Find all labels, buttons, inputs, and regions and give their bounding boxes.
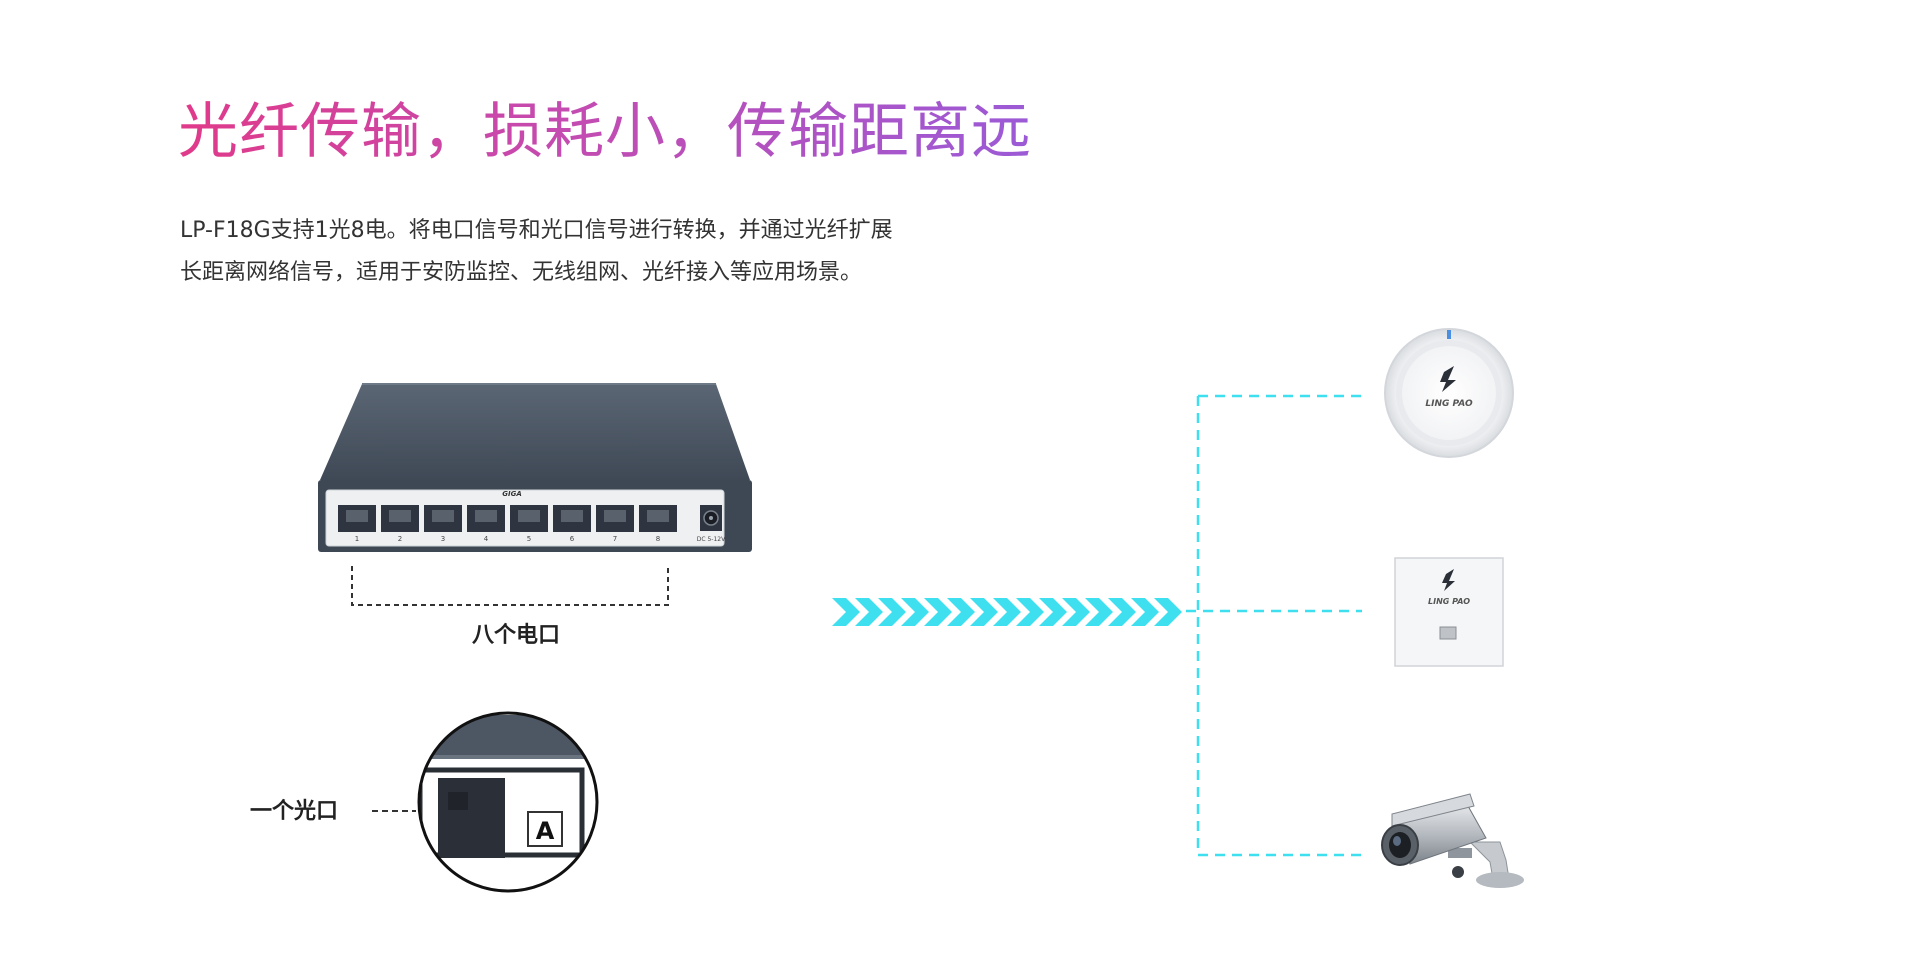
distribution-lines: [1186, 394, 1362, 857]
port-number: 3: [441, 535, 445, 543]
rj45-port: 5: [510, 505, 548, 543]
description-line-1: LP-F18G支持1光8电。将电口信号和光口信号进行转换，并通过光纤扩展: [180, 218, 893, 243]
rj45-port: 3: [424, 505, 462, 543]
switch-brand-mark: GIGA: [502, 490, 522, 498]
rj45-port: 8: [639, 505, 677, 543]
power-jack: DC 5-12V: [697, 505, 726, 543]
electric-ports-label: 八个电口: [472, 623, 561, 648]
rj45-port: 4: [467, 505, 505, 543]
rj45-ports: 1 2 3 4: [338, 505, 677, 543]
port-number: 6: [570, 535, 575, 543]
optical-connector-letter: A: [536, 817, 555, 845]
port-number: 2: [398, 535, 402, 543]
port-number: 1: [355, 535, 359, 543]
surveillance-camera: [1381, 793, 1524, 888]
optical-port-label: 一个光口: [250, 799, 339, 824]
page-title: 光纤传输，损耗小，传输距离远: [178, 97, 1032, 167]
product-description: LP-F18G支持1光8电。将电口信号和光口信号进行转换，并通过光纤扩展 长距离…: [180, 210, 1040, 294]
port-number: 8: [656, 535, 660, 543]
ceiling-access-point: LING PAO: [1384, 328, 1514, 458]
switch-device: GIGA 1 2 3: [318, 383, 752, 552]
panel-brand-text: LING PAO: [1428, 597, 1470, 606]
rj45-port: 1: [338, 505, 376, 543]
rj45-port: 7: [596, 505, 634, 543]
switch-top-panel: [320, 384, 750, 480]
rj45-port: 6: [553, 505, 591, 543]
rj45-port: 2: [381, 505, 419, 543]
brand-logo-icon: [1440, 366, 1456, 392]
description-line-2: 长距离网络信号，适用于安防监控、无线组网、光纤接入等应用场景。: [180, 260, 863, 285]
power-label: DC 5-12V: [697, 536, 726, 543]
transmission-arrows: [832, 598, 1182, 626]
electric-ports-bracket: [351, 566, 669, 606]
ap-brand-text: LING PAO: [1425, 399, 1473, 409]
rj45-jack-icon: [1439, 626, 1457, 640]
wall-panel-access-point: LING PAO: [1394, 557, 1504, 667]
brand-logo-icon: [1442, 569, 1455, 591]
port-number: 7: [613, 535, 617, 543]
port-number: 5: [527, 535, 531, 543]
port-number: 4: [484, 535, 489, 543]
optical-port-zoom: A: [417, 711, 599, 893]
